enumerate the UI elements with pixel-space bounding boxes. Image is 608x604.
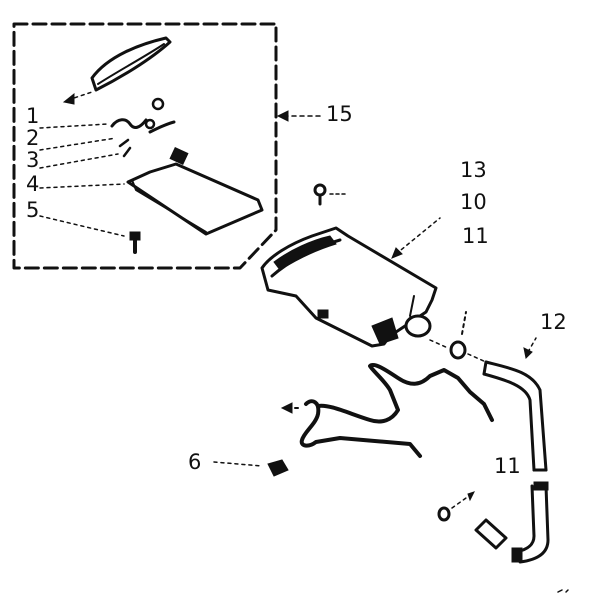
callout-3: 3 [26,148,40,172]
callout-4: 4 [26,172,40,196]
callout-6: 6 [188,450,202,474]
grate-part [126,146,264,236]
callout-15: 15 [326,102,353,126]
inset-leaders [39,123,125,237]
callout-10: 10 [460,190,487,214]
faucet-body [260,226,438,348]
clip-part [110,97,176,158]
callout-13: 13 [460,158,487,182]
callout-12: 12 [540,310,567,334]
small-block-part [213,459,289,477]
callout-11-upper: 11 [462,224,489,248]
leader-10-13 [395,217,441,255]
corner-mark [557,589,569,593]
callout-11-lower: 11 [494,454,521,478]
valve-wire [280,363,494,458]
screw-part [129,231,141,254]
callout-1: 1 [26,104,40,128]
leader-shield [67,91,93,101]
drain-hose [482,337,550,564]
shield-part [90,36,172,92]
callout-5: 5 [26,198,40,222]
hose-clamp [429,311,487,363]
top-screw [313,183,347,206]
callout-2: 2 [26,126,40,150]
inset-kit-frame [12,22,278,270]
fitting [437,491,508,550]
